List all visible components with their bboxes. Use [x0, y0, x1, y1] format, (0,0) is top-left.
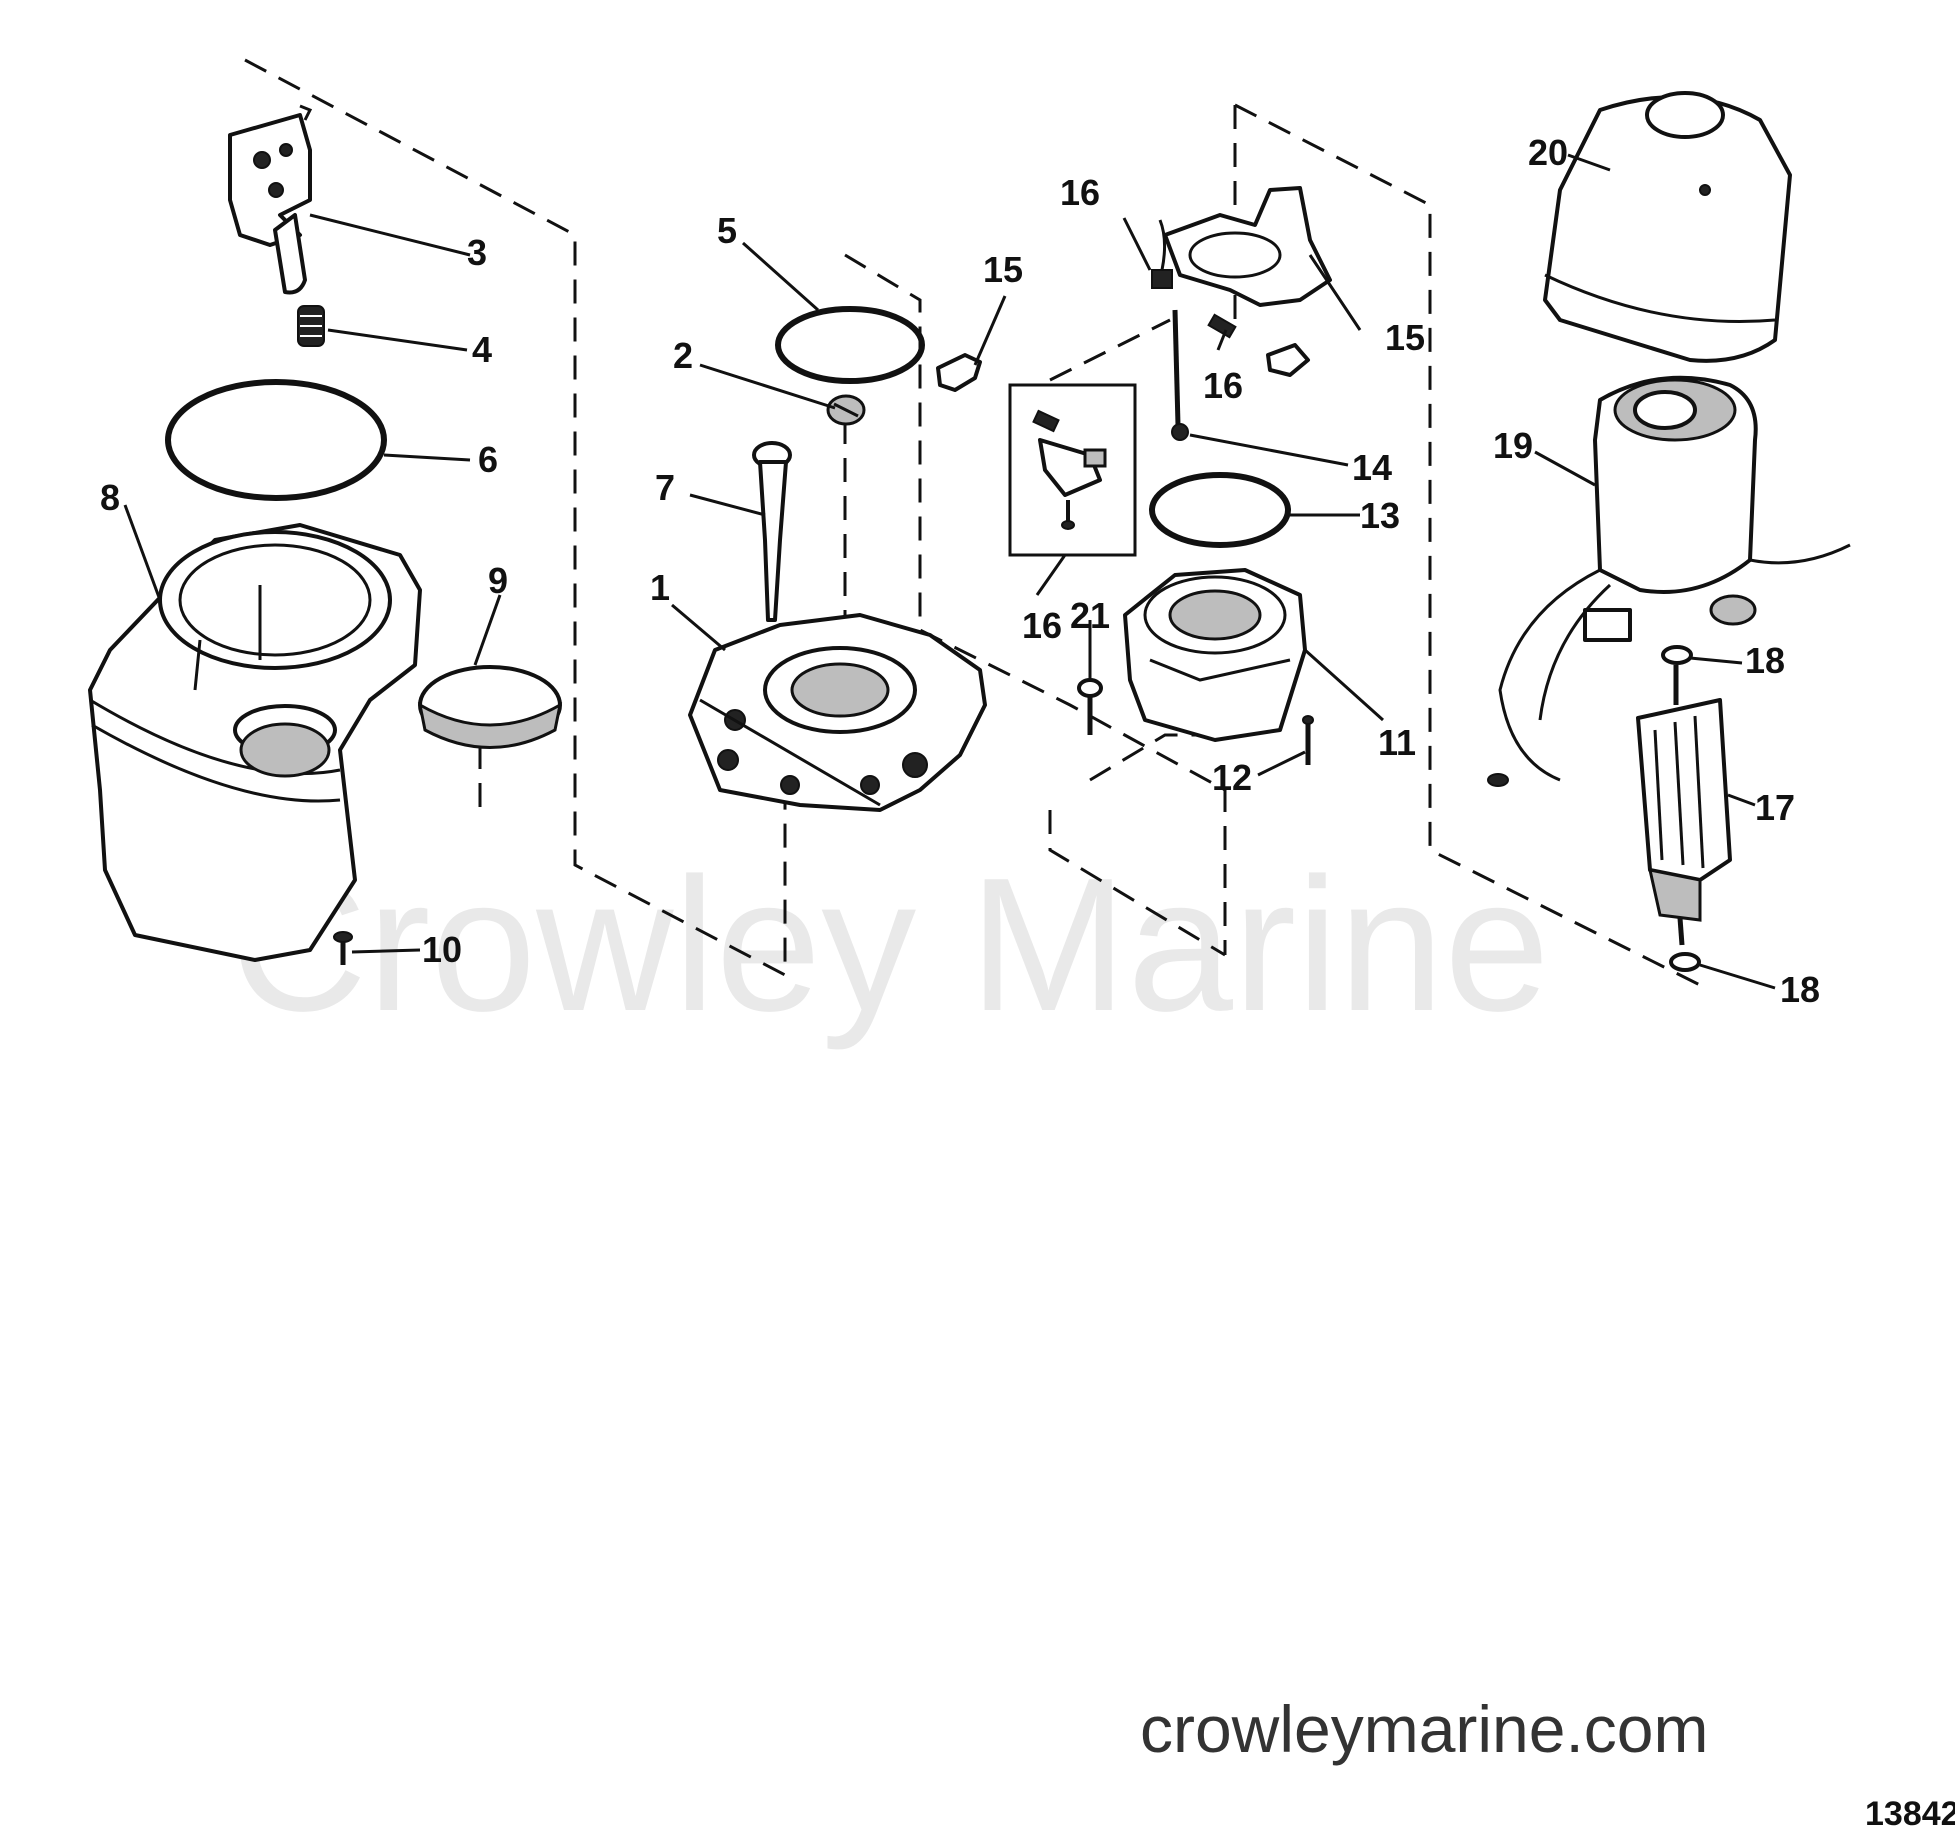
o-ring-reservoir	[165, 379, 387, 501]
reservoir-cap	[417, 665, 563, 749]
washer-lower	[1669, 952, 1701, 972]
screw	[333, 931, 353, 965]
callout-17: 17	[1755, 787, 1795, 828]
end-cap	[1123, 568, 1307, 742]
callout-12: 12	[1212, 757, 1252, 798]
callout-21: 21	[1070, 595, 1110, 636]
pump-body	[688, 613, 987, 812]
brush-holder	[1151, 186, 1332, 377]
thru-bolt	[1171, 309, 1189, 441]
callout-1: 1	[650, 567, 670, 608]
callout-20: 20	[1528, 132, 1568, 173]
fill-screw	[752, 441, 792, 622]
callout-13: 13	[1360, 495, 1400, 536]
reservoir	[88, 523, 422, 962]
filter	[297, 305, 325, 347]
motor-cover	[1543, 91, 1792, 363]
callout-11: 11	[1378, 722, 1416, 763]
drawing-number: 13842	[1865, 1795, 1955, 1831]
callout-18-lower: 18	[1780, 969, 1820, 1010]
field-frame	[1487, 375, 1851, 787]
callout-6: 6	[478, 439, 498, 480]
pump-assembly	[228, 104, 313, 295]
callout-5: 5	[717, 210, 737, 251]
website-text: crowleymarine.com	[1140, 1692, 1708, 1766]
brush-spring-kit	[1008, 383, 1137, 557]
callout-2: 2	[673, 335, 693, 376]
callout-16-box: 16	[1022, 605, 1062, 646]
callout-15-right: 15	[1385, 317, 1425, 358]
check-valve	[826, 394, 866, 426]
screw-small	[1302, 715, 1314, 765]
callout-8: 8	[100, 477, 120, 518]
callout-4: 4	[472, 329, 492, 370]
brush-springs	[1207, 313, 1237, 339]
bracket-small	[936, 353, 982, 392]
callout-18-upper: 18	[1745, 640, 1785, 681]
watermark-text: Crowley Marine	[230, 839, 1550, 1051]
callout-16-mid: 16	[1203, 365, 1243, 406]
armature	[1636, 665, 1732, 946]
callout-16-top: 16	[1060, 172, 1100, 213]
o-ring-end-cap	[1149, 472, 1291, 548]
callout-7: 7	[655, 467, 675, 508]
leader-lines	[123, 153, 1776, 990]
o-ring-small	[775, 306, 925, 384]
callouts: 20 3 16 15 5 4 15 2 16 19 6 14 13 8 7 9 …	[100, 132, 1820, 1010]
callout-15-center: 15	[983, 249, 1023, 290]
bolt	[1077, 678, 1103, 735]
washer-upper	[1661, 645, 1693, 665]
callout-3: 3	[467, 232, 487, 273]
callout-14: 14	[1352, 447, 1392, 488]
callout-19: 19	[1493, 425, 1533, 466]
callout-9: 9	[488, 560, 508, 601]
callout-10: 10	[422, 929, 462, 970]
